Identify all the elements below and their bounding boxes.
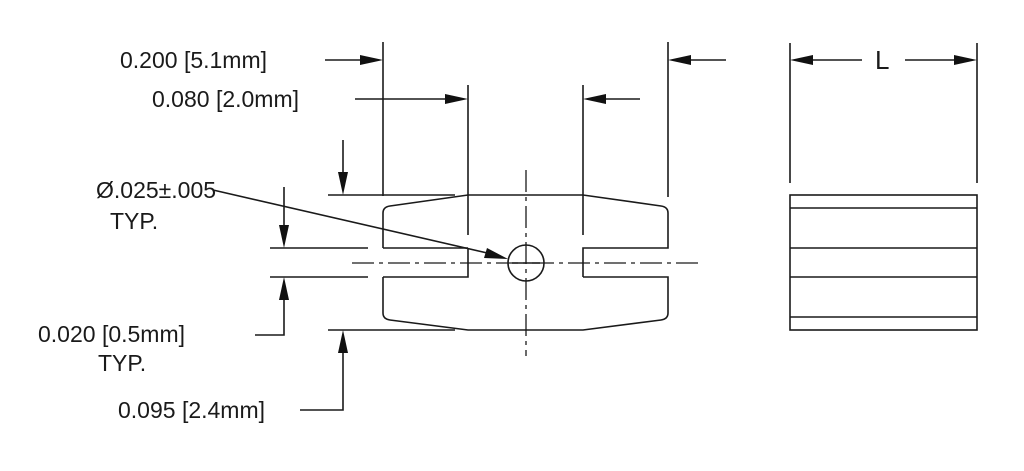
dim-width-outer-label: 0.200 [5.1mm] [120,47,267,73]
body-outline-upper [382,194,669,277]
side-view [789,43,978,331]
dim-width-inner-label: 0.080 [2.0mm] [152,86,299,112]
dimension-arrows [212,55,977,411]
body-outline-lower [382,247,669,331]
dim-slot-label: 0.020 [0.5mm] [38,321,185,347]
extension-lines [270,42,669,331]
dim-hole-note: TYP. [110,208,158,234]
dim-height-label: 0.095 [2.4mm] [118,397,265,423]
dim-length-label: L [875,45,889,75]
dim-slot-note: TYP. [98,350,146,376]
dim-hole-label: Ø.025±.005 [96,177,216,203]
